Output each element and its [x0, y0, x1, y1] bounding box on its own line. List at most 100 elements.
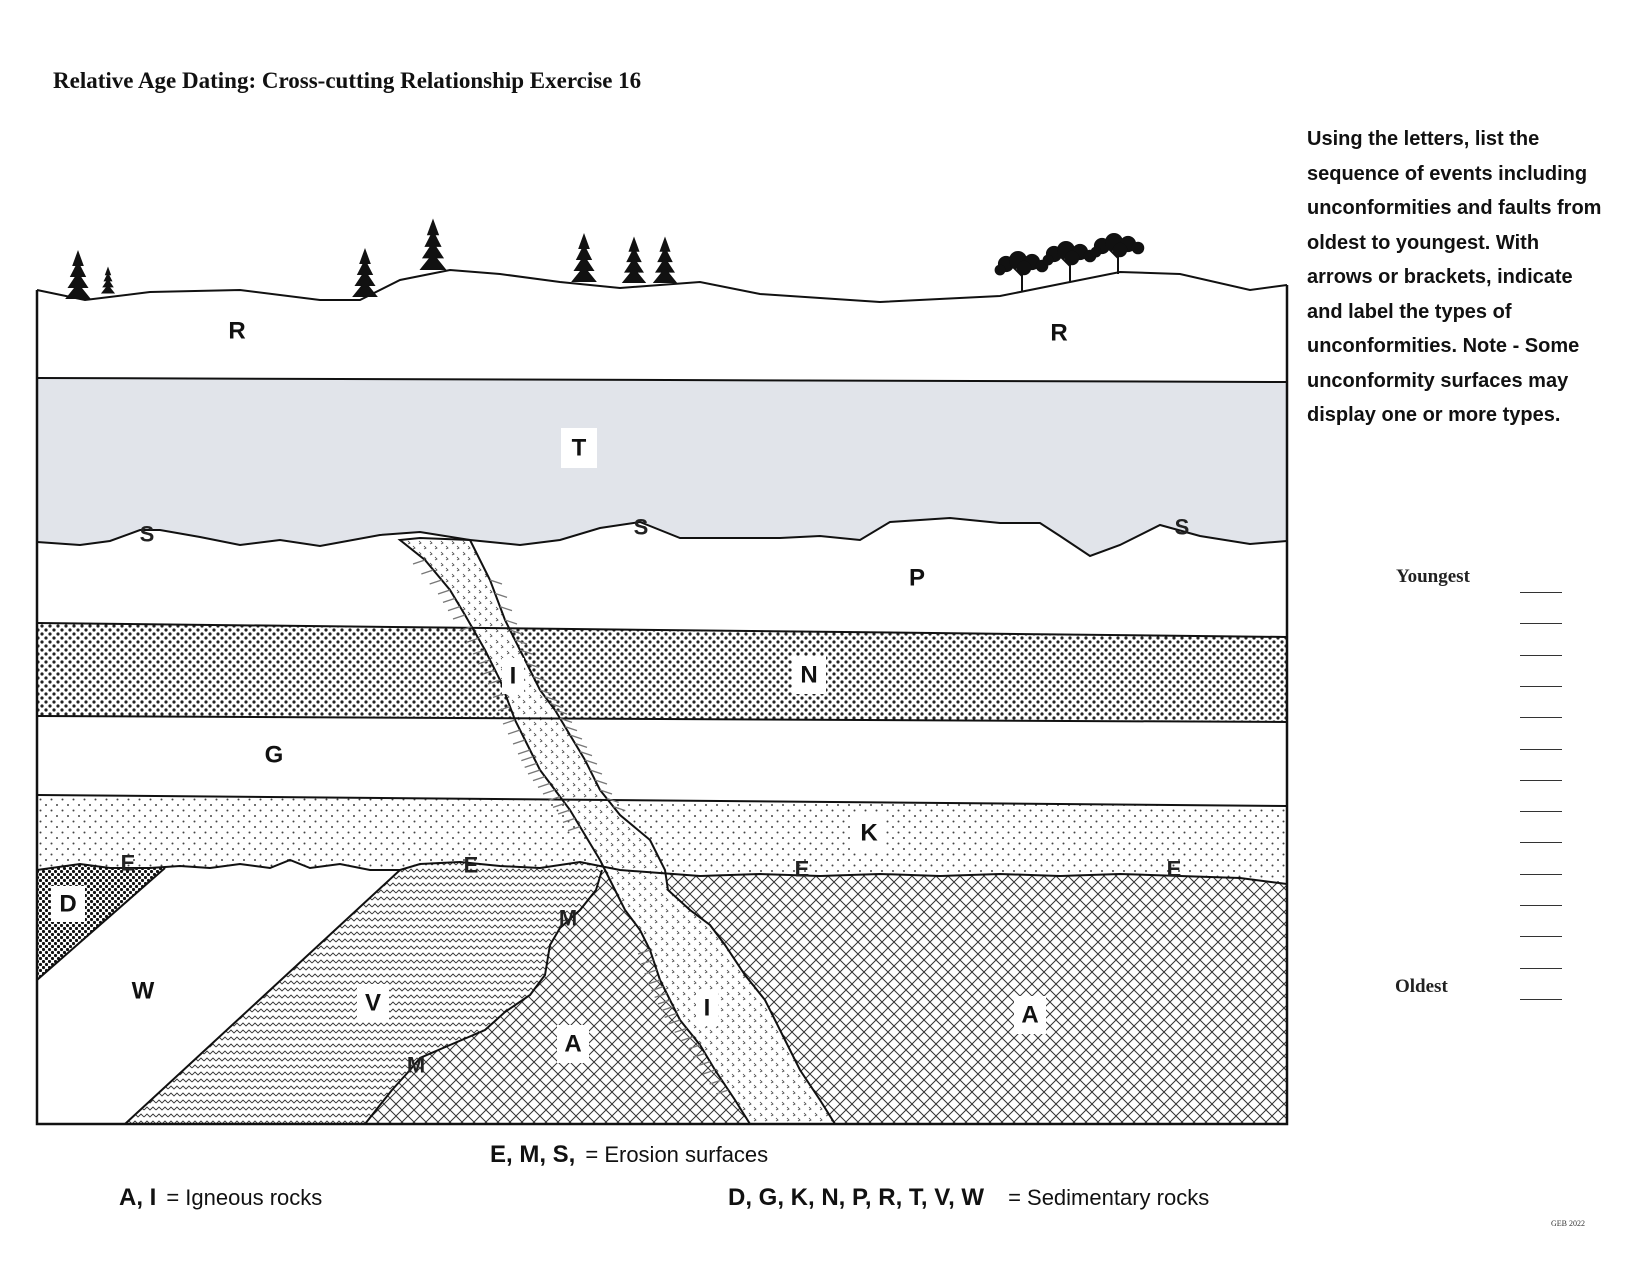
unit-w-area: [37, 860, 400, 1124]
contact-tick: [537, 782, 551, 788]
ground-surface-line: [36, 268, 1288, 304]
contact-tick: [459, 626, 472, 632]
unit-r2-label: R: [1050, 320, 1067, 347]
broadleaf-tree-icon: [1090, 233, 1145, 274]
conifer-tree-icon: [100, 266, 116, 294]
unit-n-label-box: [792, 656, 826, 694]
r-t-contact: [36, 377, 1288, 383]
erosion-surface-s-line: [36, 516, 1288, 558]
unit-i-label-box: [502, 658, 524, 694]
answer-blank-line[interactable]: [1520, 905, 1562, 906]
contact-tick: [532, 776, 546, 782]
contact-tick: [584, 759, 598, 765]
answer-blank-line[interactable]: [1520, 623, 1562, 625]
contact-tick: [466, 637, 479, 643]
contact-tick: [487, 679, 501, 685]
contact-tick: [589, 769, 603, 775]
answer-blank-line[interactable]: [1520, 936, 1562, 938]
contact-tick: [574, 742, 588, 748]
legend-igneous-letters: A, I: [119, 1184, 157, 1211]
surface-m-label-1: M: [559, 906, 577, 931]
contact-tick: [564, 726, 578, 732]
contact-tick: [692, 1052, 706, 1058]
answer-blank-line[interactable]: [1520, 592, 1562, 593]
contact-tick: [437, 589, 451, 595]
contact-tick: [452, 614, 466, 620]
unit-a2-label: A: [1021, 1002, 1038, 1029]
unit-k-area: [37, 795, 1287, 884]
contact-tick: [697, 1061, 711, 1067]
n-g-contact: [36, 715, 1288, 723]
contact-tick: [509, 629, 523, 635]
erosion-surface-e-line: [36, 858, 1288, 885]
contact-tick: [664, 1012, 677, 1018]
contact-tick: [504, 619, 518, 625]
contact-tick: [559, 717, 573, 723]
contact-tick: [644, 969, 657, 975]
contact-tick: [661, 1006, 674, 1012]
answer-blank-line[interactable]: [1520, 967, 1562, 969]
contact-tick: [544, 696, 558, 702]
answer-blank-line[interactable]: [1520, 685, 1562, 687]
contact-tick: [412, 559, 426, 565]
contact-metamorphism-ticks: [412, 559, 729, 1095]
conifer-tree-icon: [621, 236, 647, 284]
cross-section-border: [35, 285, 1289, 1126]
answer-blank-line[interactable]: [1520, 873, 1562, 875]
unit-p-label: P: [909, 565, 925, 592]
unit-i-label: I: [510, 663, 517, 690]
unit-i2-label: I: [704, 995, 711, 1022]
answer-blank-line[interactable]: [1520, 842, 1562, 844]
contact-tick: [526, 662, 539, 668]
surface-s-label-2: S: [634, 515, 649, 540]
unit-r-label: R: [228, 318, 245, 345]
contact-tick: [533, 676, 546, 682]
contact-tick: [539, 689, 553, 695]
contact-tick: [657, 999, 671, 1005]
answer-blank-line[interactable]: [1520, 654, 1562, 656]
legend-sedimentary: D, G, K, N, P, R, T, V, W= Sedimentary r…: [728, 1184, 1209, 1212]
d-w-contact: [36, 867, 166, 981]
contact-tick: [489, 579, 503, 585]
answer-blank-line[interactable]: [1520, 748, 1562, 750]
contact-tick: [594, 779, 608, 785]
legend-igneous-text: = Igneous rocks: [166, 1185, 323, 1210]
unit-g-area: [37, 716, 1287, 806]
answer-blank-line[interactable]: [1520, 998, 1562, 1000]
answer-blank-line[interactable]: [1520, 811, 1562, 813]
contact-tick: [569, 734, 583, 740]
oldest-label: Oldest: [1395, 976, 1448, 997]
youngest-label: Youngest: [1396, 566, 1470, 587]
g-k-contact: [36, 794, 1288, 807]
broadleaf-tree-icon: [994, 251, 1049, 292]
unit-n-label: N: [800, 662, 817, 689]
answer-blank-line[interactable]: [1520, 779, 1562, 781]
contact-tick: [429, 579, 442, 585]
contact-tick: [687, 1044, 701, 1050]
surface-e-label-1: E: [121, 851, 136, 876]
conifer-tree-icon: [652, 236, 678, 284]
conifer-tree-icon: [65, 250, 91, 299]
contact-tick: [667, 1019, 681, 1025]
contact-tick: [557, 809, 571, 815]
contact-tick: [447, 606, 461, 612]
instructions-text: Using the letters, list the sequence of …: [1307, 128, 1602, 426]
contact-tick: [606, 797, 619, 803]
contact-tick: [442, 597, 456, 603]
contact-tick: [521, 756, 534, 762]
contact-tick: [599, 789, 613, 795]
unit-t-area: [37, 378, 1287, 556]
unit-v-label-box: [357, 984, 389, 1022]
contact-tick: [709, 1079, 722, 1085]
contact-tick: [637, 949, 651, 955]
contact-tick: [641, 959, 654, 965]
contact-tick: [524, 762, 537, 768]
contact-tick: [482, 669, 496, 675]
p-n-contact: [36, 622, 1288, 638]
credit-text: GEB 2022: [1551, 1219, 1585, 1228]
contact-tick: [527, 769, 541, 775]
unit-k-label: K: [860, 820, 878, 847]
surface-e-label-3: E: [795, 857, 810, 882]
broadleaf-tree-icon: [1042, 241, 1097, 282]
answer-blank-line[interactable]: [1520, 717, 1562, 719]
